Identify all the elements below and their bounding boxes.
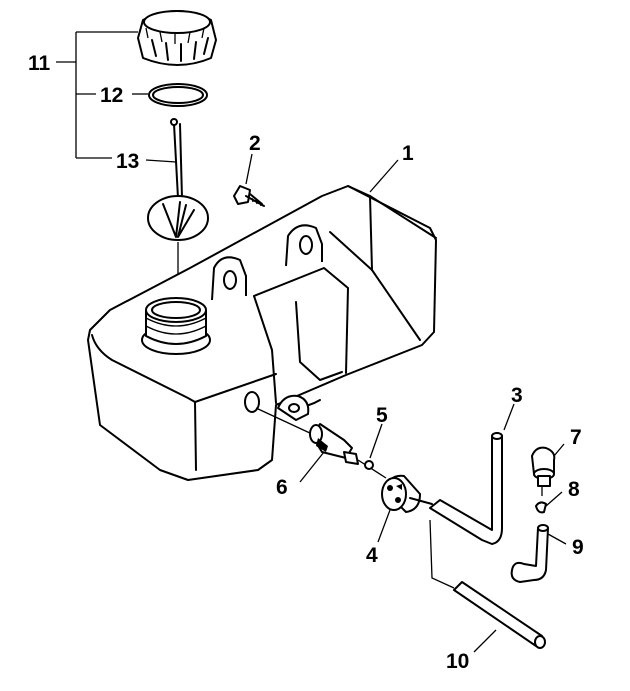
mounting-screw: [233, 185, 265, 207]
cap-gasket: [148, 83, 208, 107]
fuel-hose-extension: [429, 519, 546, 649]
callout-4: 4: [366, 544, 378, 567]
fuel-cap: [137, 10, 217, 66]
callout-7: 7: [570, 426, 582, 449]
primer-bulb: [531, 446, 556, 496]
callout-12: 12: [100, 84, 123, 107]
callout-13: 13: [116, 150, 139, 173]
hose-clamp: [535, 501, 547, 514]
fuel-hose-long: [429, 432, 503, 545]
callout-1: 1: [402, 142, 414, 165]
callout-6: 6: [276, 476, 288, 499]
callout-3: 3: [511, 384, 523, 407]
callout-5: 5: [376, 404, 388, 427]
callout-11: 11: [28, 52, 51, 75]
callout-2: 2: [249, 132, 261, 155]
callout-8: 8: [568, 478, 580, 501]
leader-lines: [56, 31, 567, 653]
o-ring: [357, 459, 387, 479]
tank-outlet-fitting: [255, 407, 359, 465]
callout-9: 9: [572, 536, 584, 559]
callout-10: 10: [446, 650, 469, 673]
fuel-shutoff-valve: [381, 474, 433, 513]
fuel-hose-short: [510, 524, 549, 583]
fuel-tank: [87, 185, 437, 481]
